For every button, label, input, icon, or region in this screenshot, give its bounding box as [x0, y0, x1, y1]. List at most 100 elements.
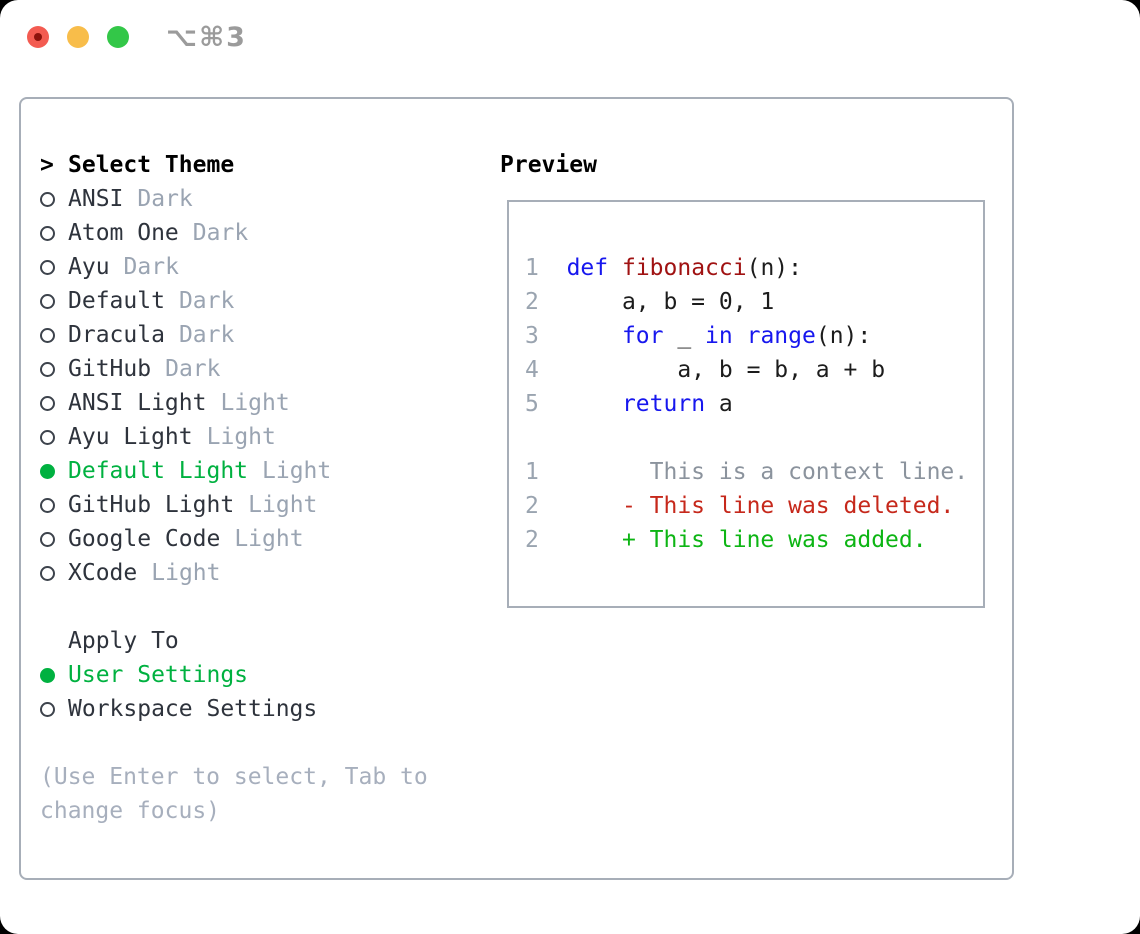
hint-text-line2: change focus) — [40, 798, 221, 824]
preview-title: Preview — [500, 152, 597, 178]
line-number: 1 — [525, 255, 539, 281]
code-segment: range — [746, 323, 816, 349]
theme-name: Default — [68, 288, 165, 314]
code-segment: for — [621, 323, 664, 349]
window-shortcut-label: ⌥⌘3 — [166, 22, 247, 53]
code-segment — [733, 323, 747, 349]
theme-name: Atom One — [68, 220, 179, 246]
line-number: 2 — [525, 493, 539, 519]
line-number: 2 — [525, 289, 539, 315]
hint-text-line1: (Use Enter to select, Tab to — [40, 764, 428, 790]
apply-option-workspace-settings[interactable]: Workspace Settings — [40, 692, 428, 726]
code-segment: - This line was deleted. — [538, 493, 955, 519]
theme-option-default-light[interactable]: Default Light Light — [40, 454, 428, 488]
radio-selected-icon — [40, 667, 55, 683]
apply-to-header: Apply To — [68, 628, 179, 654]
theme-option-xcode[interactable]: XCode Light — [40, 556, 428, 590]
code-segment: (n): — [746, 255, 802, 281]
code-line: 2 - This line was deleted. — [525, 489, 983, 523]
code-segment: (n): — [815, 323, 872, 349]
line-number: 3 — [525, 323, 539, 349]
theme-variant: Light — [234, 526, 304, 552]
spacer — [40, 726, 428, 760]
code-segment — [539, 255, 567, 281]
code-segment: a, b = b, a + b — [538, 357, 886, 383]
select-theme-title: Select Theme — [68, 152, 235, 178]
code-line: 5 return a — [525, 387, 983, 421]
theme-name: ANSI — [68, 186, 124, 212]
theme-name: XCode — [68, 560, 138, 586]
code-segment — [539, 323, 622, 349]
theme-variant: Dark — [178, 322, 235, 348]
theme-option-dracula[interactable]: Dracula Dark — [40, 318, 428, 352]
code-segment: + This line was added. — [538, 527, 927, 553]
code-segment: This is a context line. — [538, 459, 969, 485]
code-line: 2 a, b = 0, 1 — [525, 285, 983, 319]
theme-option-google-code[interactable]: Google Code Light — [40, 522, 428, 556]
code-segment: a, b = 0, 1 — [538, 289, 775, 315]
code-line — [525, 421, 983, 455]
spacer — [40, 590, 428, 624]
cursor-caret-icon: > — [40, 152, 54, 178]
code-segment: fibonacci — [621, 255, 747, 281]
line-number: 1 — [525, 459, 539, 485]
code-segment: in — [705, 323, 733, 349]
theme-variant: Light — [151, 560, 221, 586]
apply-option-user-settings[interactable]: User Settings — [40, 658, 428, 692]
theme-name: ANSI Light — [68, 390, 207, 416]
code-line: 4 a, b = b, a + b — [525, 353, 983, 387]
minimize-button[interactable] — [67, 26, 89, 48]
radio-selected-icon — [40, 463, 55, 479]
radio-icon — [40, 429, 55, 445]
radio-icon — [40, 395, 55, 411]
close-button[interactable] — [27, 26, 49, 48]
radio-icon — [40, 259, 55, 275]
line-number: 4 — [525, 357, 539, 383]
radio-icon — [40, 701, 55, 717]
code-segment — [608, 255, 622, 281]
code-segment — [539, 391, 622, 417]
radio-icon — [40, 361, 55, 377]
apply-option-label: User Settings — [68, 662, 249, 688]
close-dot-icon — [34, 33, 42, 41]
theme-option-ansi-light[interactable]: ANSI Light Light — [40, 386, 428, 420]
radio-icon — [40, 191, 55, 207]
code-line: 1 def fibonacci(n): — [525, 251, 983, 285]
code-segment: def — [566, 255, 609, 281]
theme-name: Google Code — [68, 526, 221, 552]
radio-icon — [40, 497, 55, 513]
theme-option-default[interactable]: Default Dark — [40, 284, 428, 318]
radio-icon — [40, 531, 55, 547]
theme-variant: Dark — [178, 288, 235, 314]
theme-name: Dracula — [68, 322, 165, 348]
theme-name: Default Light — [68, 458, 249, 484]
theme-variant: Light — [248, 492, 318, 518]
code-segment: _ — [663, 323, 706, 349]
theme-name: GitHub — [68, 356, 152, 382]
apply-option-label: Workspace Settings — [68, 696, 318, 722]
theme-variant: Light — [220, 390, 290, 416]
radio-icon — [40, 327, 55, 343]
code-segment: return — [621, 391, 706, 417]
radio-icon — [40, 225, 55, 241]
code-line: 3 for _ in range(n): — [525, 319, 983, 353]
maximize-button[interactable] — [107, 26, 129, 48]
line-number: 2 — [525, 527, 539, 553]
select-theme-header: > Select Theme — [40, 148, 428, 182]
theme-variant: Dark — [123, 254, 179, 280]
theme-variant: Light — [206, 424, 276, 450]
theme-variant: Light — [262, 458, 332, 484]
